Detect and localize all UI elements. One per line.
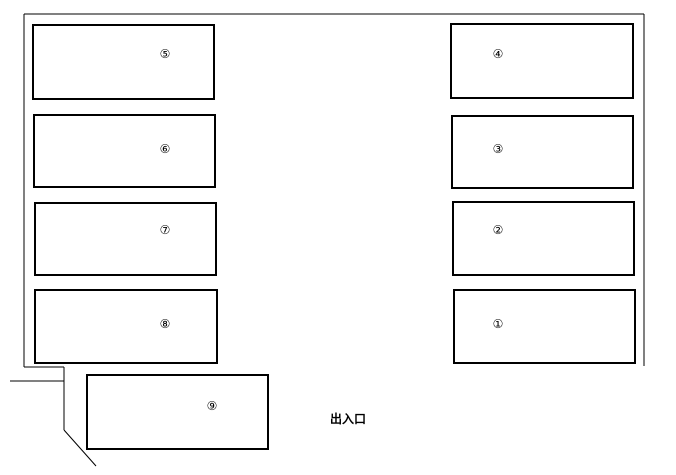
parking-stall-7: ⑦ (34, 202, 217, 276)
parking-stall-8: ⑧ (34, 289, 218, 364)
lot-boundary (10, 13, 645, 467)
stall-7-number: ⑦ (160, 223, 171, 237)
stall-9-number: ⑨ (207, 399, 218, 413)
stall-3-outline (451, 115, 634, 189)
stall-8-outline (34, 289, 218, 364)
boundary-entrance-diagonal (63, 429, 97, 467)
stall-1-number: ① (493, 317, 504, 331)
stall-4-outline (450, 23, 634, 99)
stall-7-outline (34, 202, 217, 276)
parking-stall-5: ⑤ (32, 24, 215, 100)
stall-5-number: ⑤ (160, 47, 171, 61)
stall-9-outline (86, 374, 269, 450)
stall-2-number: ② (493, 223, 504, 237)
parking-stall-4: ④ (450, 23, 634, 99)
parking-stall-1: ① (453, 289, 636, 364)
stall-5-outline (32, 24, 215, 100)
parking-stall-2: ② (452, 201, 635, 276)
stall-3-number: ③ (493, 142, 504, 156)
entrance-label: 出入口 (330, 411, 366, 426)
stall-6-number: ⑥ (160, 142, 171, 156)
stall-4-number: ④ (493, 47, 504, 61)
stall-2-outline (452, 201, 635, 276)
parking-stall-3: ③ (451, 115, 634, 189)
stall-8-number: ⑧ (160, 317, 171, 331)
stall-6-outline (33, 114, 216, 188)
parking-stall-6: ⑥ (33, 114, 216, 188)
parking-stall-9: ⑨ (86, 374, 269, 450)
stall-1-outline (453, 289, 636, 364)
